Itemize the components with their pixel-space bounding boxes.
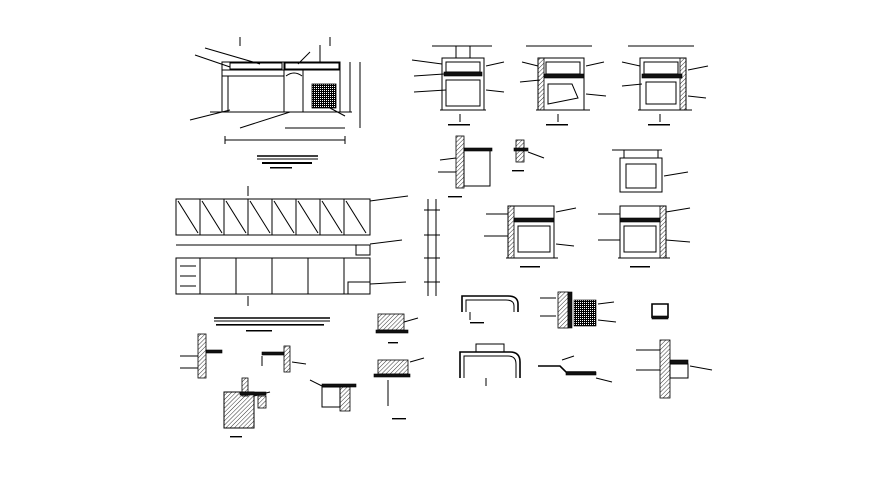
detail-corner-small xyxy=(651,303,669,320)
detail-bottom-5 xyxy=(309,379,357,412)
detail-wall-joint xyxy=(438,135,493,198)
section-d xyxy=(612,149,689,193)
detail-wall-junction xyxy=(636,339,713,399)
detail-bottom-2 xyxy=(223,391,271,438)
detail-top-edge xyxy=(512,139,545,172)
detail-sink-edge xyxy=(540,291,617,329)
detail-countertop-nosing-1 xyxy=(461,295,519,324)
detail-countertop-nosing-2 xyxy=(459,343,521,386)
detail-bottom-3 xyxy=(239,377,267,409)
section-b xyxy=(519,45,607,126)
section-e xyxy=(484,205,577,268)
elevation-top-left xyxy=(189,37,361,169)
detail-bottom-6 xyxy=(375,313,419,344)
detail-step-profile xyxy=(538,355,613,383)
detail-bottom-1 xyxy=(180,333,223,379)
detail-bottom-7 xyxy=(373,357,425,420)
elevation-long xyxy=(175,186,440,332)
detail-bottom-4 xyxy=(261,345,307,373)
section-c xyxy=(621,45,709,126)
section-a xyxy=(411,45,505,126)
section-f xyxy=(598,205,691,268)
